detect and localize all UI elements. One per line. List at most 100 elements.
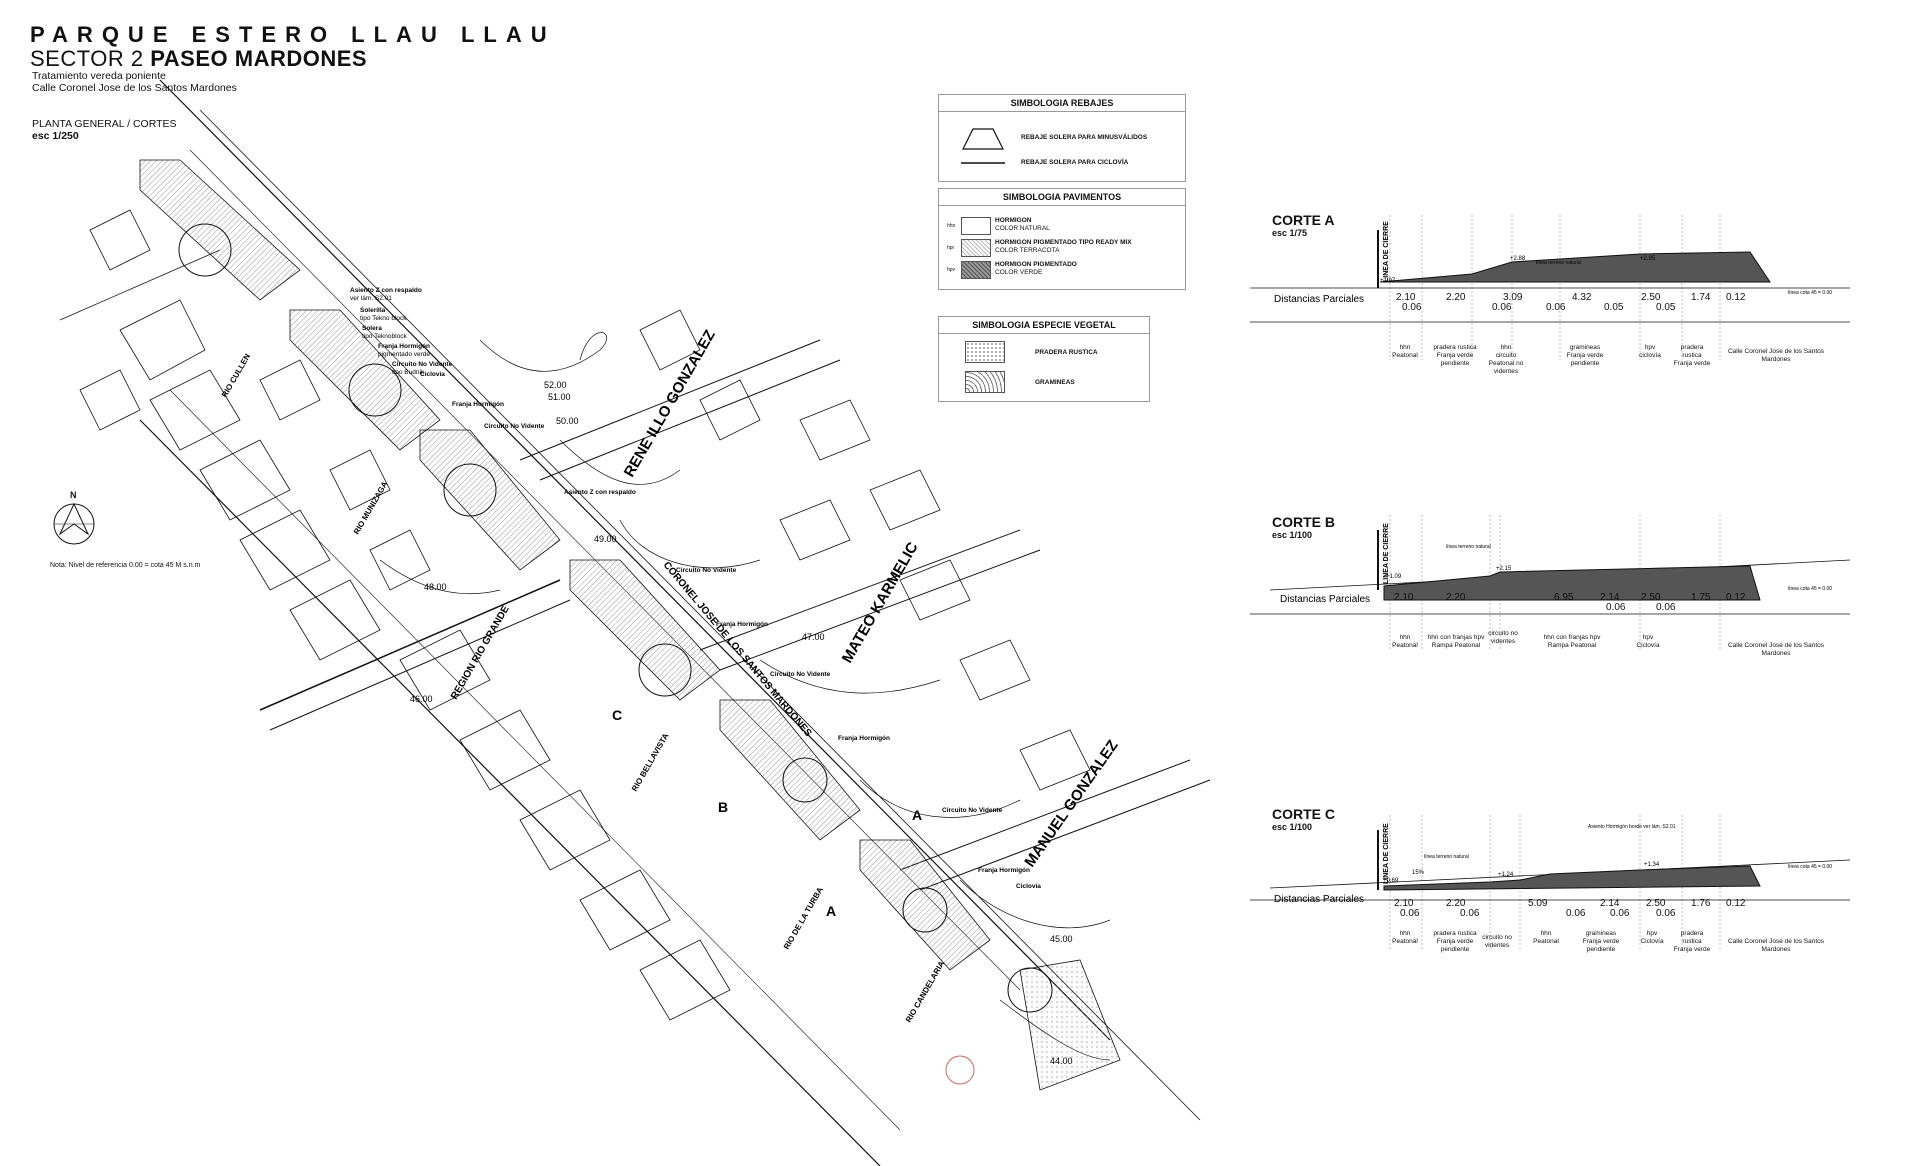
corte-b-dim-4: 2.14 xyxy=(1600,592,1620,603)
corte-a-level3: +2.95 xyxy=(1640,256,1656,262)
corte-a-dim-7: 0.12 xyxy=(1726,292,1746,303)
annot-franja: Franja Hormigón xyxy=(378,343,430,350)
corte-b-lbl-3: circuito no videntes xyxy=(1488,630,1518,645)
corte-b-dim-1: 2.10 xyxy=(1394,592,1414,603)
corte-c-pct: 15% xyxy=(1412,870,1425,876)
sector-prefix: SECTOR 2 xyxy=(30,46,144,71)
street-candelaria: RIO CANDELARIA xyxy=(904,959,947,1024)
pav-item1-l2: COLOR NATURAL xyxy=(995,225,1050,232)
street-region: REGION RIO GRANDE xyxy=(449,604,512,702)
corte-b-dim-7: 0.12 xyxy=(1726,592,1746,603)
annot-solerilla-b: tipo Tekno block xyxy=(360,315,407,322)
corte-b-linea: LINEA DE CIERRE xyxy=(1383,523,1390,584)
corte-c-lbl-8: Calle Coronel Jose de los Santos Mardone… xyxy=(1727,938,1825,953)
plan-cotas: 52.00 51.00 50.00 49.00 48.00 47.00 46.0… xyxy=(410,380,1073,1066)
corte-c-lbl-3: circuito no videntes xyxy=(1482,934,1512,949)
corte-c-dim-4: 2.14 xyxy=(1600,898,1620,909)
corte-a-level2: +2.88 xyxy=(1510,256,1526,262)
corte-a-dim-5: 2.50 xyxy=(1641,292,1661,303)
corte-c-dist-label: Distancias Parciales xyxy=(1274,894,1364,905)
corte-c-dimb-2: 0.06 xyxy=(1460,908,1480,919)
annot-franja5: Franja Hormigón xyxy=(978,867,1030,874)
swatch-hormigon-terracota xyxy=(961,239,991,257)
swatch-pradera xyxy=(965,341,1005,363)
corte-a-dimb-4: 0.05 xyxy=(1604,302,1624,313)
corte-c-asiento: Asiento Hormigón borde ver lám. S2.01 xyxy=(1588,824,1676,830)
street-munizaga: RIO MUNIZAGA xyxy=(352,480,390,536)
legend-pavimentos: SIMBOLOGIA PAVIMENTOS hhn HORMIGON COLOR… xyxy=(938,188,1186,290)
corte-a-dim-2: 2.20 xyxy=(1446,292,1466,303)
corte-a-linea: LINEA DE CIERRE xyxy=(1383,221,1390,282)
corte-b-dim-5: 2.50 xyxy=(1641,592,1661,603)
cota-46: 46.00 xyxy=(410,694,433,704)
rebaje-minusvalidos-icon xyxy=(962,128,1004,150)
plan-plazas xyxy=(139,159,1121,1091)
pav-item1-l1: HORMIGON xyxy=(995,217,1032,224)
corte-c-linea: LINEA DE CIERRE xyxy=(1383,823,1390,884)
corte-b-level2: +2.15 xyxy=(1496,566,1512,572)
plan-annotations: Asiento Z con respaldo ver lám. S2.01 So… xyxy=(350,287,1041,890)
legend-vegetal: SIMBOLOGIA ESPECIE VEGETAL PRADERA RUSTI… xyxy=(938,316,1150,402)
pav-item3-l1: HORMIGON PIGMENTADO xyxy=(995,261,1077,268)
pav-item2-l1: HORMIGON PIGMENTADO TIPO READY MIX xyxy=(995,239,1132,246)
annot-asiento-b: ver lám. S2.01 xyxy=(350,295,392,302)
street-rene: RENE ILLO GONZALEZ xyxy=(621,327,719,480)
pav-item3-l2: COLOR VERDE xyxy=(995,269,1043,276)
annot-franja2: Franja Hormigón xyxy=(452,401,504,408)
legend-rebajes-item2: REBAJE SOLERA PARA CICLOVÍA xyxy=(1021,159,1129,166)
corte-a-dimb-5: 0.05 xyxy=(1656,302,1676,313)
reference-note: Nota: Nivel de referencia 0.00 = cota 45… xyxy=(50,562,201,569)
swatch-gramineas xyxy=(965,371,1005,393)
legend-vegetal-title: SIMBOLOGIA ESPECIE VEGETAL xyxy=(939,317,1149,334)
north-arrow-icon: N xyxy=(50,490,100,550)
corte-b-scale: esc 1/100 xyxy=(1272,530,1313,540)
cota-50: 50.00 xyxy=(556,416,579,426)
corte-c-dimb-3: 0.06 xyxy=(1566,908,1586,919)
legend-rebajes: SIMBOLOGIA REBAJES REBAJE SOLERA PARA MI… xyxy=(938,94,1186,182)
corte-a-dim-3: 3.09 xyxy=(1503,292,1523,303)
annot-circuito4: Circuito No Vidente xyxy=(770,671,831,678)
plan-label: PLANTA GENERAL / CORTES xyxy=(32,118,177,130)
corte-c-dimb-4: 0.06 xyxy=(1610,908,1630,919)
vegetal-item2: GRAMINEAS xyxy=(1035,379,1075,386)
corte-b-lbl-6: Calle Coronel Jose de los Santos Mardone… xyxy=(1727,642,1825,657)
corte-c-dim-6: 1.76 xyxy=(1691,898,1711,909)
corte-c-level2: +1.24 xyxy=(1498,872,1514,878)
swatch-hormigon-verde xyxy=(961,261,991,279)
corte-b-dimb-1: 0.06 xyxy=(1606,602,1626,613)
corte-a-dim-1: 2.10 xyxy=(1396,292,1416,303)
corte-c-dim-7: 0.12 xyxy=(1726,898,1746,909)
legend-pavimentos-title: SIMBOLOGIA PAVIMENTOS xyxy=(939,189,1185,206)
corte-a-dim-4: 4.32 xyxy=(1572,292,1592,303)
marker-b: B xyxy=(718,799,728,815)
corte-a-dimb-2: 0.06 xyxy=(1492,302,1512,313)
street-cullen: RIO CULLEN xyxy=(220,352,252,399)
plan-scale: esc 1/250 xyxy=(32,130,79,142)
cota-47: 47.00 xyxy=(802,632,825,642)
corte-c-scale: esc 1/100 xyxy=(1272,822,1313,832)
cota-49: 49.00 xyxy=(594,534,617,544)
corte-b-dist-label: Distancias Parciales xyxy=(1280,594,1370,605)
corte-b-title: CORTE B esc 1/100 xyxy=(1272,514,1335,540)
annot-circuito5: Circuito No Vidente xyxy=(942,807,1003,814)
corte-b-dimb-2: 0.06 xyxy=(1656,602,1676,613)
corte-c-drawing: LINEA DE CIERRE línea terreno natural lí… xyxy=(1250,815,1850,950)
corte-c-dim-1: 2.10 xyxy=(1394,898,1414,909)
corte-a-drawing: LINEA DE CIERRE línea terreno natural lí… xyxy=(1250,215,1850,360)
corte-a-dim-6: 1.74 xyxy=(1691,292,1711,303)
annot-asiento2: Asiento Z con respaldo xyxy=(564,489,636,496)
corte-c-dim-3: 5.09 xyxy=(1528,898,1548,909)
corte-a-name: CORTE A xyxy=(1272,212,1335,228)
corte-c-cota: línea cota 45 = 0.00 xyxy=(1788,864,1832,870)
pav-code-1: hhn xyxy=(947,223,956,229)
